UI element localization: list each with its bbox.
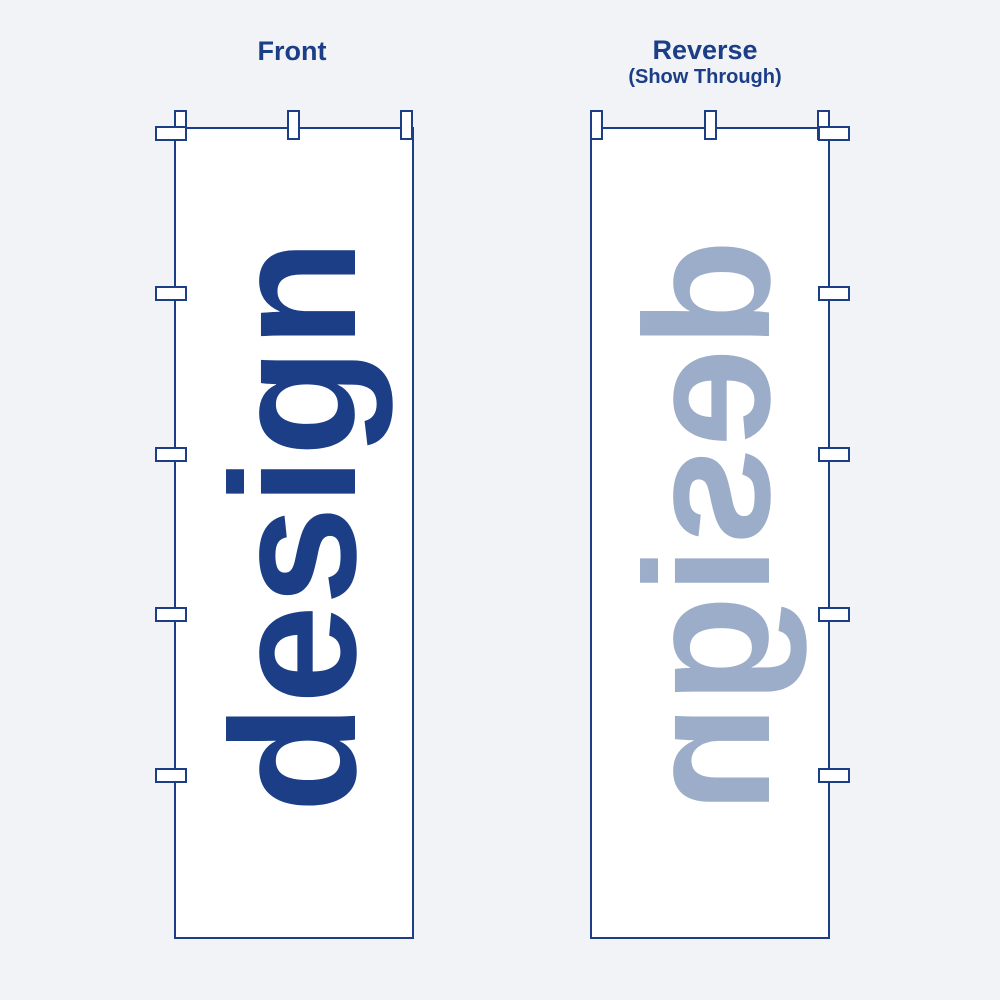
front-side-tab-4 xyxy=(155,607,187,622)
reverse-side-tab-3 xyxy=(818,447,850,462)
reverse-side-tab-5 xyxy=(818,768,850,783)
reverse-flag xyxy=(590,110,850,939)
reverse-design-text: design xyxy=(608,239,807,813)
front-top-tab-middle xyxy=(287,110,300,140)
front-design-text: design xyxy=(194,239,393,813)
front-side-tab-5 xyxy=(155,768,187,783)
reverse-flag-panel xyxy=(590,127,830,939)
reverse-side-tab-4 xyxy=(818,607,850,622)
front-top-tab-right xyxy=(400,110,413,140)
reverse-side-tab-1 xyxy=(818,126,850,141)
reverse-side-tab-2 xyxy=(818,286,850,301)
front-side-tab-1 xyxy=(155,126,187,141)
front-label: Front xyxy=(257,36,327,66)
front-flag-panel xyxy=(174,127,414,939)
reverse-top-tab-middle xyxy=(704,110,717,140)
reverse-top-tab-left xyxy=(590,110,603,140)
reverse-sublabel: (Show Through) xyxy=(628,66,782,88)
reverse-label: Reverse xyxy=(652,35,758,65)
front-side-tab-2 xyxy=(155,286,187,301)
front-side-tab-3 xyxy=(155,447,187,462)
front-flag xyxy=(155,110,414,939)
